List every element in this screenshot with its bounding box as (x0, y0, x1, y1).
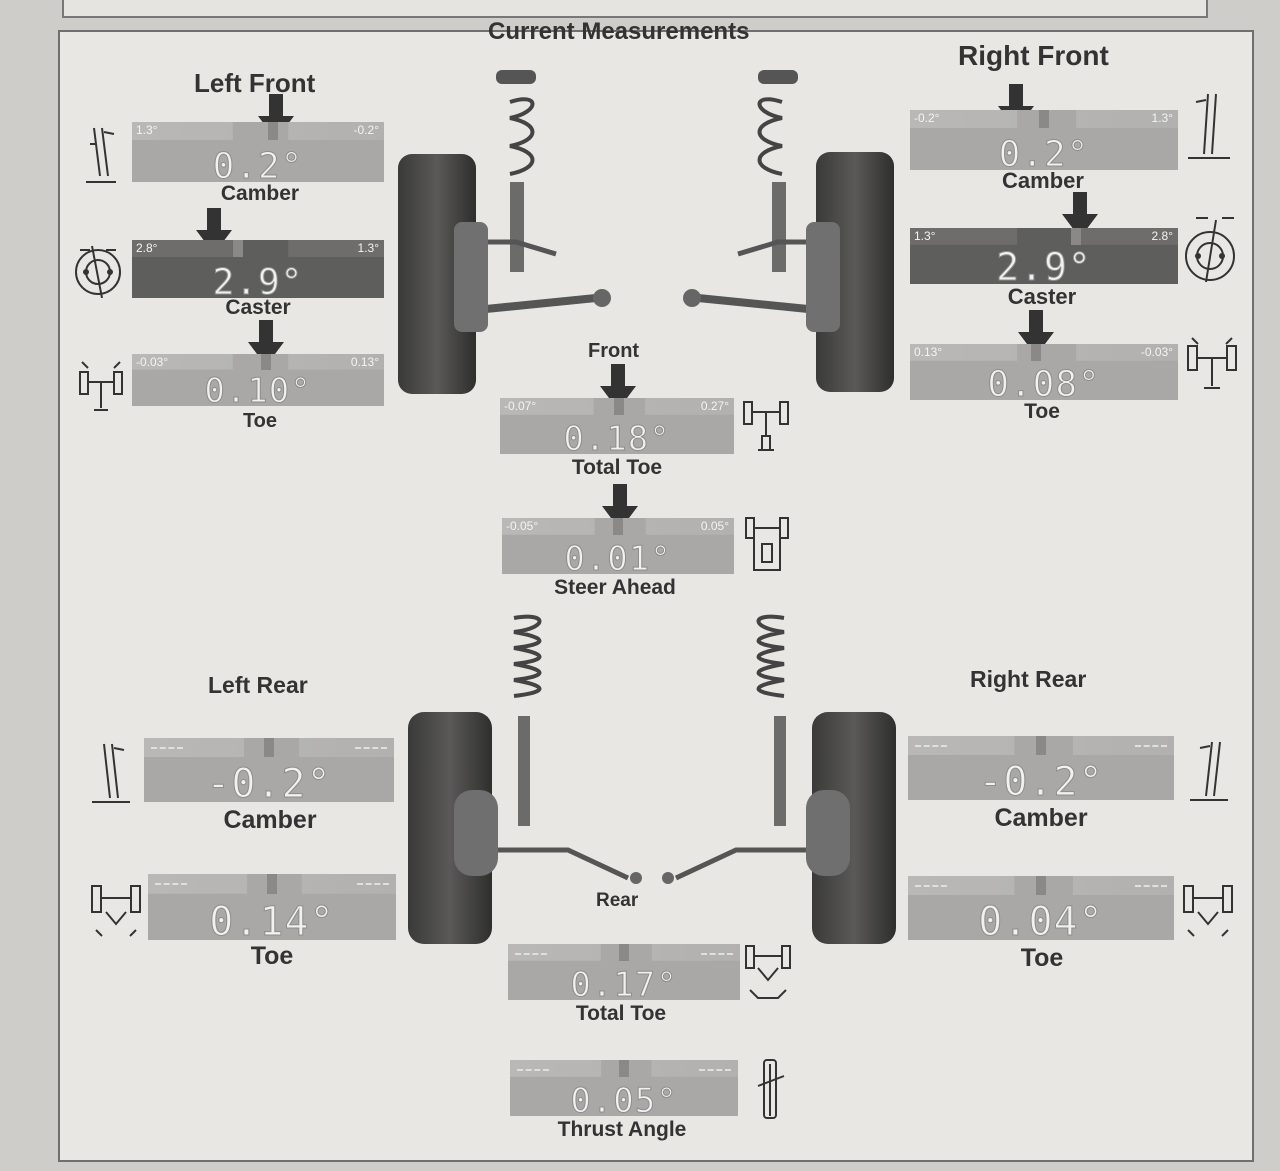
right-front-toe-label: Toe (1024, 400, 1060, 423)
left-front-camber-gauge: 1.3° -0.2° 0.2° (132, 122, 384, 182)
right-rear-camber-label: Camber (994, 804, 1088, 832)
right-front-heading: Right Front (958, 40, 1109, 71)
right-rear-toe-gauge: 0.04° (908, 876, 1174, 940)
left-front-toe-max: 0.13° (350, 355, 379, 369)
right-front-caster-gauge: 1.3° 2.8° 2.9° (910, 228, 1178, 284)
front-heading: Front (588, 340, 640, 362)
steer-ahead-min: -0.05° (506, 519, 539, 533)
left-rear-camber-gauge: -0.2° (144, 738, 394, 802)
right-front-camber-value: 0.2° (998, 134, 1090, 171)
right-front-caster-max: 2.8° (1151, 229, 1173, 243)
left-rear-toe-label: Toe (250, 942, 294, 970)
left-front-heading: Left Front (194, 68, 316, 98)
steer-ahead-gauge: -0.05° 0.05° 0.01° (502, 518, 734, 574)
left-front-toe-pointer (248, 320, 284, 366)
right-front-toe-value: 0.08° (987, 364, 1101, 401)
right-front-toe-gauge: 0.13° -0.03° 0.08° (910, 344, 1178, 400)
right-rear-camber-gauge: -0.2° (908, 736, 1174, 800)
left-front-toe-min: -0.03° (136, 355, 169, 369)
total-toe-icon (743, 401, 789, 451)
steer-ahead-icon (745, 517, 789, 571)
toe-top-view-icon (79, 361, 123, 411)
right-front-toe-max: -0.03° (1140, 345, 1173, 359)
left-rear-toe-gauge: 0.14° (148, 874, 396, 940)
left-front-caster-label: Caster (225, 296, 291, 319)
rear-total-toe-gauge: 0.17° (508, 944, 740, 1000)
rear-total-toe-icon (745, 945, 791, 999)
rear-suspension-illustration (408, 614, 896, 944)
left-front-camber-min: 1.3° (136, 123, 158, 137)
right-front-toe-pointer (1018, 310, 1054, 356)
front-total-toe-gauge: -0.07° 0.27° 0.18° (500, 398, 734, 454)
rear-heading: Rear (596, 890, 639, 911)
right-front-caster-pointer (1062, 192, 1098, 238)
right-front-camber-gauge: -0.2° 1.3° 0.2° (910, 110, 1178, 170)
right-front-camber-label: Camber (1002, 168, 1084, 193)
left-front-caster-pointer (196, 208, 232, 254)
camber-wheel-icon (86, 127, 116, 183)
right-caster-wheel-icon (1185, 217, 1235, 283)
steer-ahead-pointer (602, 484, 638, 530)
rear-total-toe-value: 0.17° (570, 965, 678, 1001)
previous-section-frame (62, 0, 1208, 18)
rear-total-toe-label: Total Toe (575, 1002, 667, 1025)
right-rear-toe-value: 0.04° (978, 899, 1104, 941)
left-front-camber-pointer (258, 94, 294, 140)
front-total-toe-min: -0.07° (504, 399, 537, 413)
right-rear-toe-top-view-icon (1183, 885, 1233, 937)
left-front-camber-label: Camber (220, 182, 300, 205)
left-front-toe-gauge: -0.03° 0.13° 0.10° (132, 354, 384, 406)
right-rear-camber-value: -0.2° (978, 759, 1104, 801)
steer-ahead-value: 0.01° (564, 539, 672, 575)
right-rear-toe-label: Toe (1020, 944, 1064, 972)
left-rear-heading: Left Rear (208, 672, 308, 698)
rear-toe-top-view-icon (91, 885, 141, 937)
page-title: Current Measurements (488, 18, 750, 45)
left-rear-camber-value: -0.2° (206, 761, 332, 803)
front-suspension-illustration (398, 70, 894, 394)
front-total-toe-max: 0.27° (700, 399, 729, 413)
left-front-caster-gauge: 2.8° 1.3° 2.9° (132, 240, 384, 298)
thrust-angle-icon (757, 1059, 785, 1119)
right-camber-wheel-icon (1188, 93, 1230, 159)
rear-camber-wheel-icon (92, 743, 130, 803)
thrust-angle-value: 0.05° (570, 1081, 678, 1117)
left-front-caster-value: 2.9° (212, 262, 304, 299)
front-total-toe-value: 0.18° (563, 419, 671, 455)
right-front-caster-label: Caster (1007, 284, 1077, 309)
left-front-caster-min: 2.8° (136, 241, 158, 255)
right-front-camber-max: 1.3° (1151, 111, 1173, 125)
left-front-toe-value: 0.10° (204, 371, 312, 407)
right-front-camber-min: -0.2° (914, 111, 940, 125)
left-rear-toe-value: 0.14° (209, 899, 335, 941)
left-front-caster-max: 1.3° (357, 241, 379, 255)
right-rear-heading: Right Rear (970, 666, 1087, 692)
caster-wheel-icon (75, 245, 121, 298)
steer-ahead-max: 0.05° (700, 519, 729, 533)
thrust-angle-gauge: 0.05° (510, 1060, 738, 1116)
thrust-angle-label: Thrust Angle (557, 1118, 687, 1141)
left-front-camber-value: 0.2° (212, 146, 304, 183)
right-front-caster-value: 2.9° (996, 245, 1092, 285)
right-front-camber-pointer (998, 84, 1034, 130)
right-rear-camber-wheel-icon (1190, 741, 1228, 801)
steer-ahead-label: Steer Ahead (554, 576, 676, 599)
left-front-toe-label: Toe (242, 410, 278, 432)
right-toe-top-view-icon (1187, 337, 1237, 389)
left-rear-camber-label: Camber (223, 806, 317, 834)
front-total-toe-pointer (600, 364, 636, 410)
left-front-camber-max: -0.2° (353, 123, 379, 137)
measurement-sheet: Current Measurements Left Front Right Fr… (58, 18, 1254, 1162)
front-total-toe-label: Total Toe (571, 456, 663, 479)
right-front-caster-min: 1.3° (914, 229, 936, 243)
right-front-toe-min: 0.13° (914, 345, 943, 359)
